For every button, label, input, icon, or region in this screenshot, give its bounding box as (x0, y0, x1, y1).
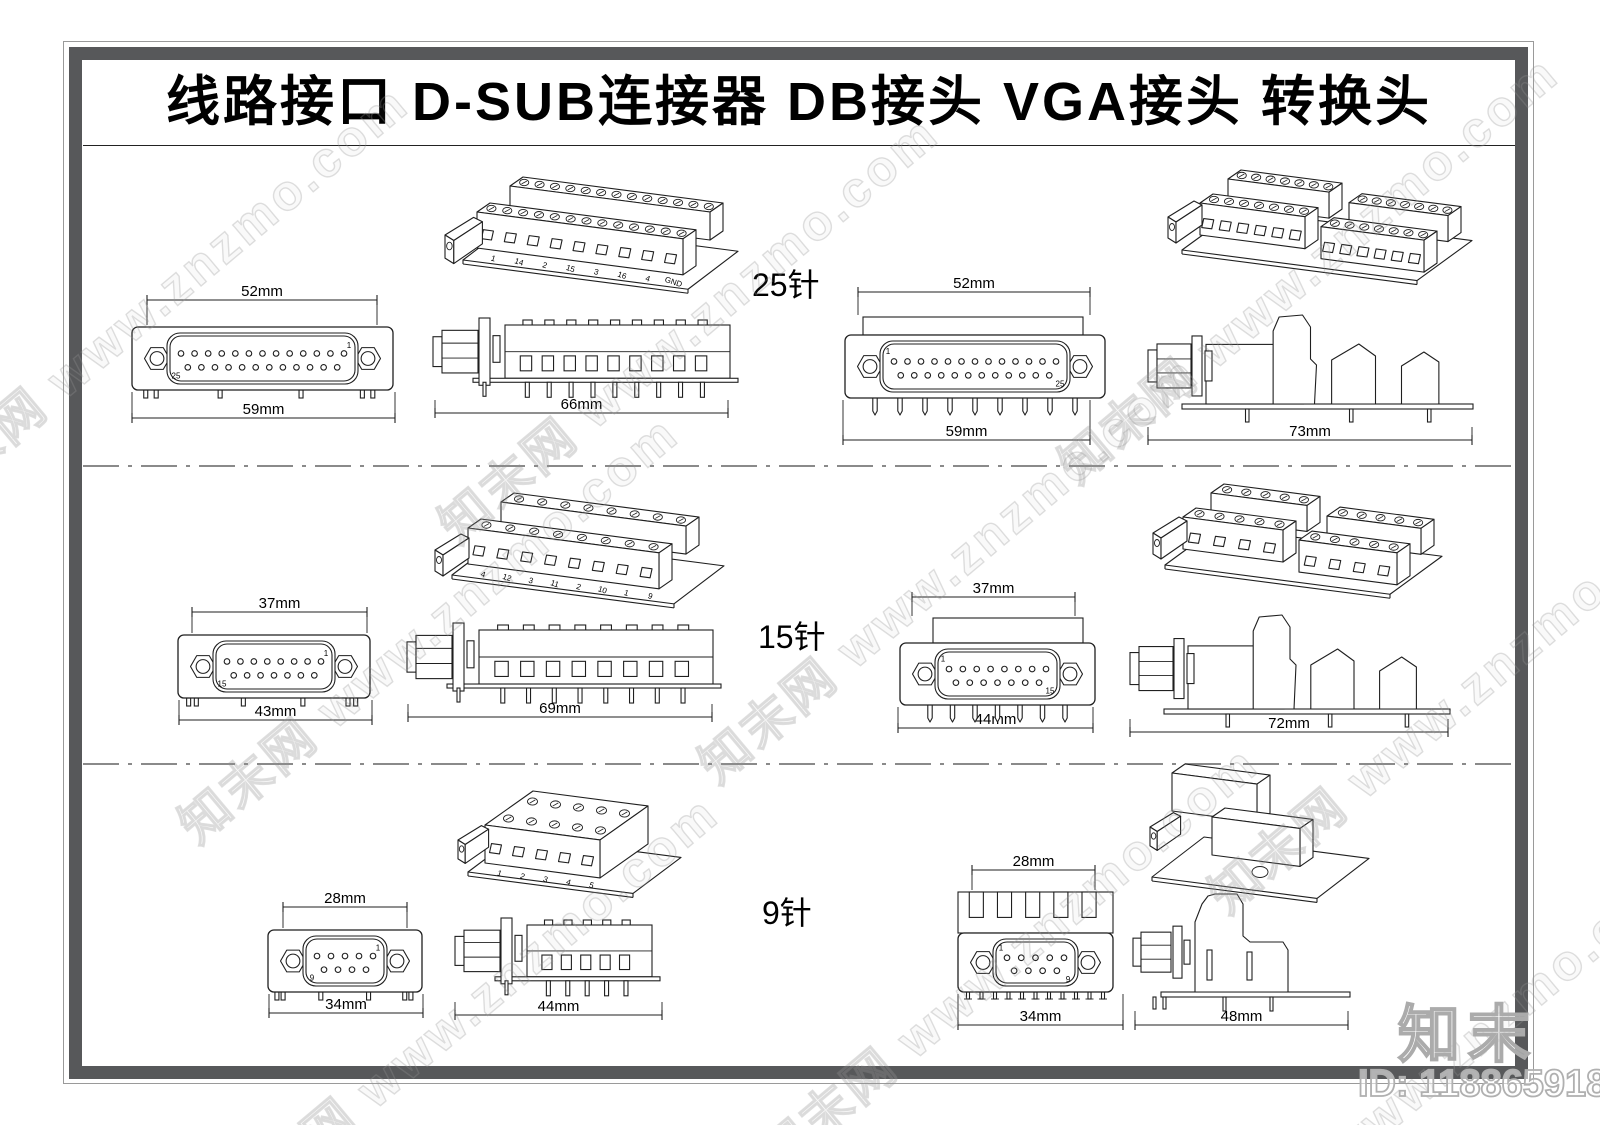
svg-text:1: 1 (623, 588, 631, 598)
db15-front-view-left: 37mm 43mm 1 15 (165, 575, 390, 735)
row-label-9pin: 9针 (762, 895, 812, 931)
row-separator-1 (83, 465, 1515, 467)
svg-text:48mm: 48mm (1221, 1008, 1263, 1025)
db15-terminal-breakout-mid: 4 12 3 11 2 10 1 9 69mm (400, 470, 730, 730)
svg-text:25: 25 (1056, 379, 1065, 388)
svg-text:34mm: 34mm (1020, 1008, 1062, 1025)
line-art: 28mm 34mm 1 9 (267, 890, 424, 1018)
line-art: 37mm44mm115 (897, 580, 1096, 733)
svg-text:59mm: 59mm (946, 423, 988, 440)
svg-text:9: 9 (310, 974, 315, 983)
svg-text:1: 1 (376, 943, 381, 952)
svg-text:1: 1 (941, 655, 946, 664)
svg-text:3: 3 (542, 874, 550, 884)
line-art: 4 12 3 11 2 10 1 9 69mm (406, 492, 725, 722)
line-art: 28mm 34mm 1 9 (957, 853, 1124, 1030)
svg-text:28mm: 28mm (1013, 853, 1055, 870)
svg-text:1: 1 (490, 254, 498, 264)
db25-front-view-right: 52mm 59mm 1 25 (825, 265, 1110, 460)
title-divider (83, 145, 1515, 146)
svg-text:15: 15 (565, 263, 577, 274)
svg-text:25: 25 (172, 371, 181, 380)
svg-text:2: 2 (519, 871, 527, 881)
svg-text:28mm: 28mm (324, 890, 366, 907)
line-art: 37mm 43mm 1 15 (177, 595, 373, 725)
svg-text:59mm: 59mm (243, 401, 285, 418)
svg-text:9: 9 (1066, 975, 1071, 984)
svg-text:34mm: 34mm (325, 996, 367, 1013)
svg-text:52mm: 52mm (953, 275, 995, 292)
svg-text:1: 1 (999, 944, 1004, 953)
svg-text:4: 4 (480, 570, 488, 580)
line-art: 52mm 59mm 1 25 (131, 283, 396, 423)
svg-text:15: 15 (218, 679, 227, 688)
svg-text:44mm: 44mm (538, 998, 580, 1015)
svg-text:66mm: 66mm (561, 396, 603, 413)
svg-text:10: 10 (597, 584, 609, 595)
sheet-title: 线路接口 D-SUB连接器 DB接头 VGA接头 转换头 (165, 72, 1432, 132)
svg-text:2: 2 (541, 260, 549, 270)
svg-text:9: 9 (647, 591, 655, 601)
svg-text:73mm: 73mm (1289, 423, 1331, 440)
svg-text:12: 12 (501, 572, 513, 583)
svg-text:4: 4 (565, 877, 573, 887)
db25-terminal-breakout-right: 73mm (1120, 155, 1485, 455)
svg-text:43mm: 43mm (255, 703, 297, 720)
svg-text:1: 1 (347, 341, 352, 350)
svg-text:15: 15 (1046, 687, 1055, 696)
svg-text:1: 1 (496, 868, 504, 878)
svg-text:3: 3 (593, 267, 601, 277)
svg-text:16: 16 (616, 270, 628, 281)
svg-text:14: 14 (513, 256, 525, 267)
asset-id: ID: 1188659184 (1357, 1062, 1600, 1106)
svg-text:4: 4 (644, 274, 652, 284)
svg-text:5: 5 (588, 880, 596, 890)
db25-front-view-left: 52mm 59mm 1 25 (110, 268, 410, 433)
svg-text:37mm: 37mm (973, 580, 1015, 597)
line-art: 48mm (1132, 763, 1370, 1030)
db9-front-view-right: 28mm 34mm 1 9 (935, 845, 1135, 1040)
db9-terminal-breakout-right: 48mm (1100, 755, 1460, 1045)
row-label-15pin: 15针 (758, 619, 826, 655)
row-label-25pin: 25针 (752, 267, 820, 303)
svg-text:1: 1 (886, 347, 891, 356)
db9-terminal-breakout-mid: 1 2 3 4 5 44mm (430, 780, 682, 1030)
db15-front-view-right: 37mm44mm115 (870, 570, 1110, 750)
db15-terminal-breakout-right: 72mm (1105, 465, 1465, 750)
svg-text:52mm: 52mm (241, 283, 283, 300)
znzmo-logo: 知末 (1397, 1000, 1539, 1071)
sheet-outer-border (63, 41, 1534, 1084)
line-art: 52mm 59mm 1 25 (842, 275, 1106, 445)
row-separator-2 (83, 763, 1515, 765)
svg-text:2: 2 (575, 582, 583, 592)
svg-text:37mm: 37mm (259, 595, 301, 612)
svg-text:72mm: 72mm (1268, 715, 1310, 732)
line-art: 72mm (1129, 483, 1451, 737)
svg-text:1: 1 (324, 649, 329, 658)
line-art: 1 2 3 4 5 44mm (454, 790, 682, 1020)
svg-text:11: 11 (549, 578, 560, 589)
line-art: 73mm (1147, 169, 1474, 445)
svg-text:3: 3 (527, 576, 535, 586)
svg-text:69mm: 69mm (539, 700, 581, 717)
db9-front-view-left: 28mm 34mm 1 9 (255, 860, 440, 1030)
